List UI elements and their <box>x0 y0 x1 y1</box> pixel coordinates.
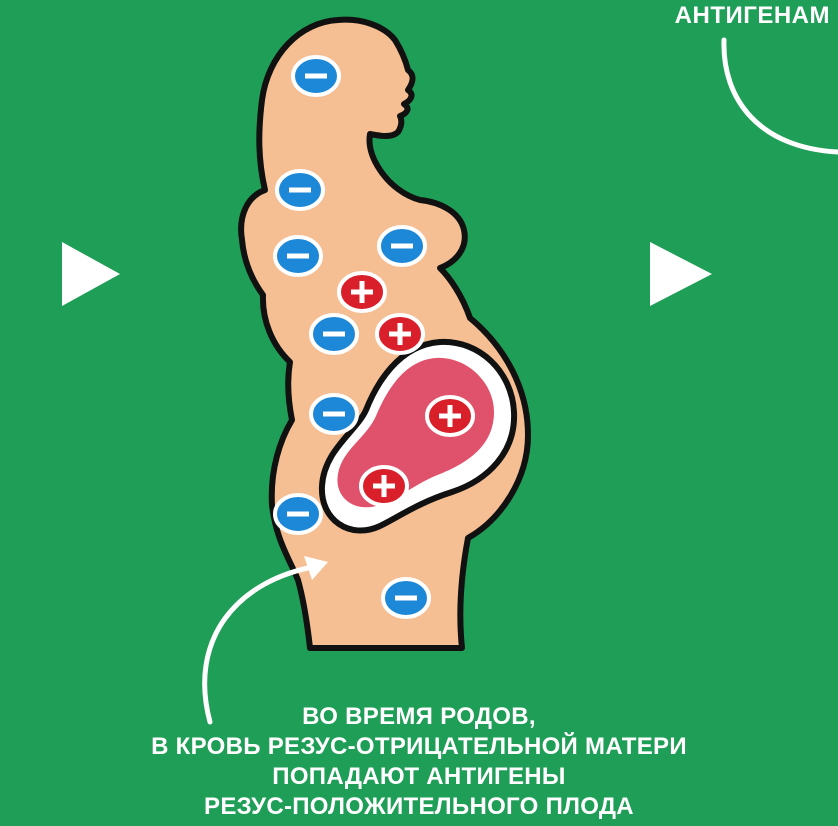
minus-icon <box>311 395 357 433</box>
caption: ВО ВРЕМЯ РОДОВ, В КРОВЬ РЕЗУС-ОТРИЦАТЕЛЬ… <box>0 702 838 822</box>
minus-icon <box>277 171 323 209</box>
minus-icon <box>293 57 339 95</box>
plus-icon <box>361 467 407 505</box>
top-label: АНТИГЕНАМ <box>675 2 830 30</box>
left-arrow-icon <box>62 242 120 306</box>
minus-icon <box>383 579 429 617</box>
minus-icon <box>275 237 321 275</box>
top-curved-arrow <box>724 40 838 152</box>
minus-icon <box>379 227 425 265</box>
minus-icon <box>275 495 321 533</box>
caption-line-1: ВО ВРЕМЯ РОДОВ, <box>0 702 838 732</box>
plus-icon <box>377 315 423 353</box>
plus-icon <box>339 273 385 311</box>
caption-line-3: ПОПАДАЮТ АНТИГЕНЫ <box>0 762 838 792</box>
right-arrow-icon <box>650 242 712 306</box>
caption-line-2: В КРОВЬ РЕЗУС-ОТРИЦАТЕЛЬНОЙ МАТЕРИ <box>0 732 838 762</box>
plus-icon <box>427 397 473 435</box>
caption-line-4: РЕЗУС-ПОЛОЖИТЕЛЬНОГО ПЛОДА <box>0 792 838 822</box>
minus-icon <box>311 315 357 353</box>
